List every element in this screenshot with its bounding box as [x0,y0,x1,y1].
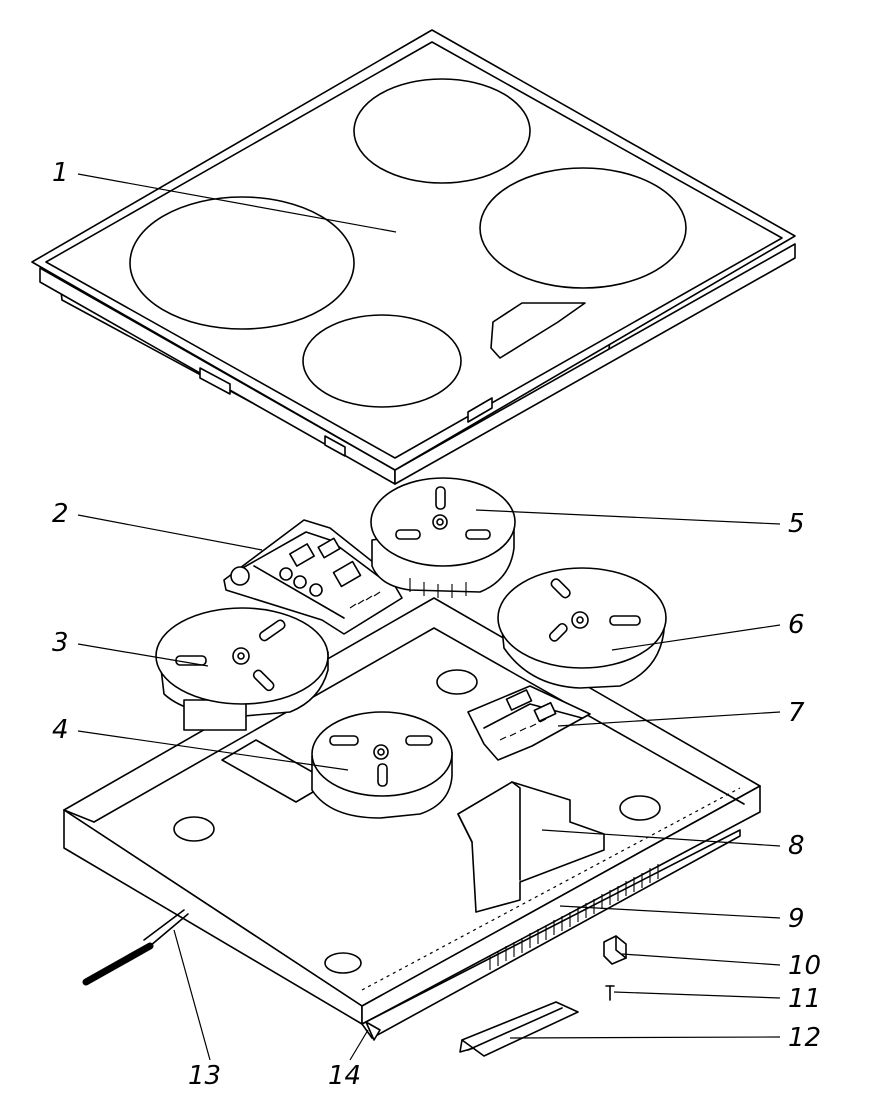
ventilation-slots [489,864,659,970]
heating-element-3 [155,607,329,731]
support-bracket [457,781,605,913]
front-tab-14 [365,1021,381,1041]
control-board-2 [223,519,403,635]
screw-11 [605,985,615,1001]
callout-6: 6 [788,610,805,640]
callout-numbers: 1 2 3 4 5 6 7 8 9 10 11 12 13 14 [52,158,821,1091]
clip-10 [603,935,627,965]
callout-4: 4 [52,715,69,745]
callout-12: 12 [788,1023,821,1053]
cover-strip-12 [459,1001,579,1057]
callout-14: 14 [328,1061,361,1091]
callout-2: 2 [52,499,69,529]
callout-9: 9 [788,904,805,934]
heating-element-5 [370,477,516,598]
callout-8: 8 [788,831,805,861]
callout-11: 11 [788,984,821,1014]
callout-13: 13 [188,1061,221,1091]
heating-element-4 [311,711,453,819]
callout-1: 1 [52,158,69,188]
glass-ceramic-top [31,29,796,485]
callout-5: 5 [788,509,805,539]
leader-lines [77,173,781,1061]
control-board-7 [467,685,591,761]
heating-element-6 [497,567,667,689]
power-cable-13 [82,909,189,986]
callout-7: 7 [788,698,805,728]
callout-10: 10 [788,951,821,981]
callout-3: 3 [52,628,69,658]
